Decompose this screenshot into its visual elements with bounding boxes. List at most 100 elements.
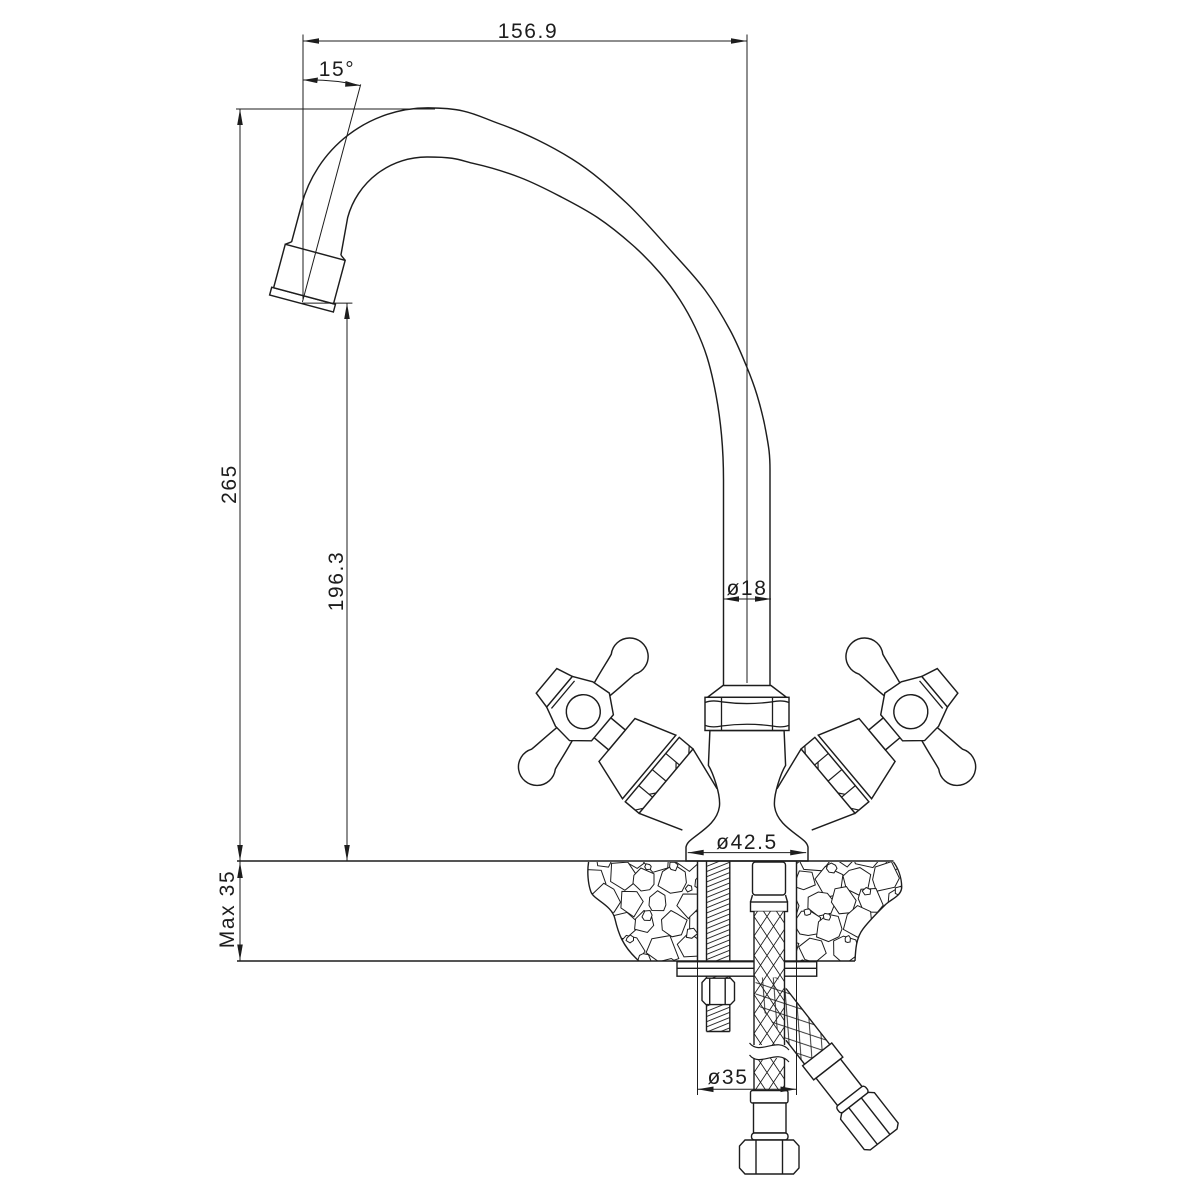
granite-pebble [620,890,644,918]
label-counter-thickness: Max 35 [216,870,239,948]
dimension-labels: 156.9 15° 265 196.3 Max 35 ø18 ø42.5 ø35 [216,20,778,1089]
granite-pebble [798,937,827,961]
hex-nut-outline [704,696,790,732]
granite-pebble [796,862,832,872]
mounting-stud [705,861,731,1033]
stud-threads [706,861,730,1032]
hose-bottom-ring [750,1132,789,1141]
granite-pebble [660,909,688,938]
hose-end-nut [738,1139,800,1175]
granite-pebble [825,862,838,874]
hex-nut-chamfer-arcs-top [704,700,790,705]
dim-spout-reach [302,34,748,683]
granite-pebble [850,862,882,869]
spout-outer-curve [290,107,771,686]
spout [290,107,771,686]
label-overall-height: 265 [218,464,241,504]
hex-nut-chamfer-arcs-bottom [704,723,790,728]
granite-pebble [889,933,902,954]
granite-pebble [870,931,881,941]
granite-pebble [803,908,812,916]
granite-pebble [617,952,630,961]
granite-pebble [641,909,653,922]
angled-hose-nut-facet [848,1107,878,1145]
hose-break-lines [749,1042,790,1063]
granite-pebble [685,927,698,939]
granite-pebble [648,890,667,912]
label-spout-angle: 15° [319,58,356,81]
hose-braid-b [754,1058,785,1091]
riser-flare [705,684,789,699]
hose-top-ferrule [749,901,789,913]
angled-hose-nut [839,1091,899,1151]
granite-pebble [624,862,649,869]
hose-top-fitting [751,861,787,896]
dim-tube-diameter [723,596,771,602]
dim-counter-thickness [237,861,243,961]
granite-pebble [834,862,857,868]
dim-base-diameter [687,849,807,856]
granite-pebble [684,884,693,893]
granite-pebble [644,863,652,871]
granite-pebble [815,913,843,943]
granite-pebble [674,862,698,873]
supply-hose-vertical-top [738,911,800,1175]
dim-overall-height [236,108,435,861]
granite-pebble [587,911,608,942]
granite-pebble [611,960,631,961]
granite-pebble [807,891,836,917]
granite-pebble [816,962,835,979]
label-hole-diameter: ø35 [708,1066,749,1089]
hose-bottom-tube [752,1102,787,1134]
angled-hose-nut-facet [860,1097,891,1135]
granite-pebble [694,871,698,893]
granite-pebble [872,862,900,892]
angled-hose-edges [785,988,831,1065]
spout-inner-curve [340,156,725,686]
faucet-body [685,729,809,862]
granite-pebble [869,959,894,961]
dim-outlet-height [302,302,353,861]
hose-braid-a [754,911,785,1045]
granite-pebble [796,893,800,918]
granite-left-blob [581,861,706,981]
label-base-diameter: ø42.5 [716,831,778,854]
granite-pebble [587,862,589,869]
granite-left-outline [587,861,640,962]
granite-pebble [587,884,592,916]
granite-pebble [632,867,655,892]
granite-pebble [645,935,680,961]
granite-pebble [587,935,594,959]
riser-hex-nut [704,684,790,732]
dimensions [236,34,807,1095]
granite-pebble [861,886,872,896]
granite-pebble [587,956,600,961]
hose-bottom-ferrule [749,1089,789,1104]
granite-pebble [796,870,816,891]
granite-pebble [595,862,615,868]
granite-pebble [698,910,706,920]
dim-hole-diameter [697,961,797,1095]
nozzle-flare [285,241,346,261]
hose-braid-edges [753,911,786,1091]
granite-pebble [875,915,900,938]
label-outlet-height: 196.3 [325,551,348,612]
granite-pebble [669,862,679,872]
mounting-nut [701,977,736,1006]
label-tube-diameter: ø18 [727,577,768,600]
granite-pebble [625,934,634,944]
granite-pebble [844,960,871,961]
granite-pebble [855,959,864,961]
hose-top-flare [749,894,789,903]
granite-pebble [822,912,832,921]
dim-spout-angle [301,77,362,303]
granite-pebble [610,862,640,891]
granite-pebble [628,958,657,961]
granite-pebble [844,934,851,944]
label-spout-reach: 156.9 [498,20,559,43]
mounting-nut-outline [701,977,736,1006]
granite-pebble [581,962,601,981]
granite-pebble [593,938,616,961]
